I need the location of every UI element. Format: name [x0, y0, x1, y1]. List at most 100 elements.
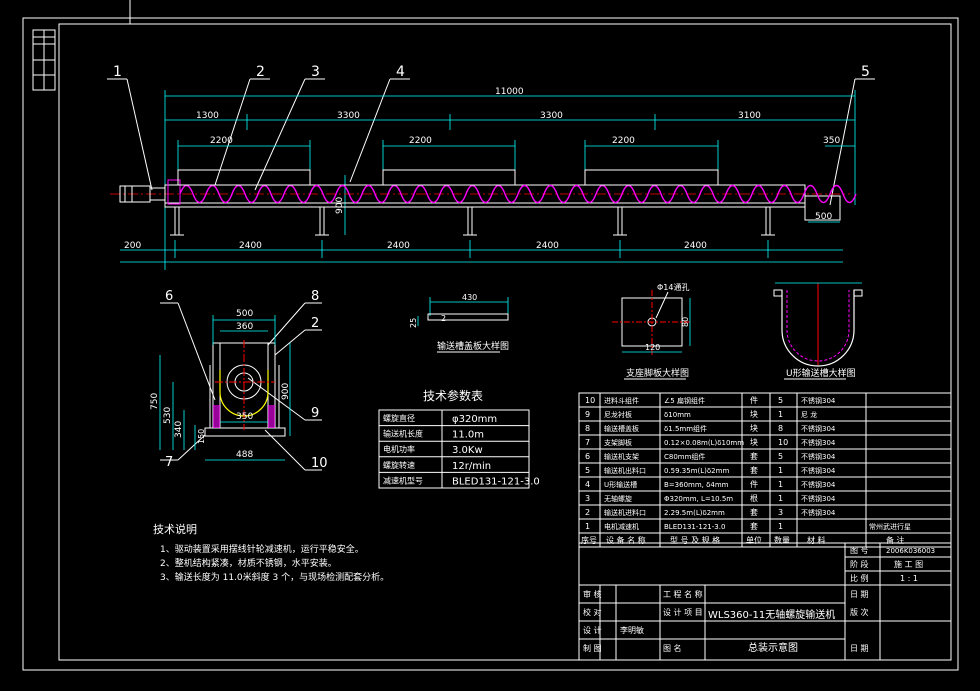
- tech-note-1: 1、驱动装置采用摆线针轮减速机，运行平稳安全。: [160, 543, 364, 555]
- parts-cell: 不锈钢304: [801, 508, 836, 517]
- parts-cell: C80mm组件: [664, 452, 705, 461]
- parts-cell: 尼龙衬板: [604, 410, 632, 419]
- parts-cell: 块: [750, 437, 758, 447]
- trough-detail: U形输送槽大样图: [773, 282, 863, 380]
- parts-header-cell: 型 号 及 规 格: [670, 535, 720, 545]
- plate-dim-430: 430: [462, 293, 477, 302]
- tb-right-2: 版 次: [850, 607, 869, 617]
- parts-cell: δ1.5mm组件: [664, 424, 707, 433]
- dim-bottom-1: 2400: [239, 241, 262, 251]
- conveyor-body: [110, 169, 857, 236]
- parts-cell: 输送机支架: [604, 452, 639, 461]
- parts-cell: 不锈钢304: [801, 466, 836, 475]
- parts-cell: δ10mm: [664, 411, 691, 419]
- support-detail: Φ14通孔 120 80 支座脚板大样图: [612, 282, 692, 380]
- tech-params-title: 技术参数表: [423, 388, 483, 403]
- parts-cell: 1: [585, 522, 590, 531]
- tech-param-value: 12r/min: [452, 461, 491, 472]
- parts-cell: 3: [778, 508, 783, 517]
- tb-row-4: 制 图: [583, 643, 602, 653]
- section-balloon-2: 2: [311, 316, 319, 331]
- dim-second-1: 2200: [210, 136, 233, 146]
- tech-param-value: 3.0Kw: [452, 445, 483, 456]
- tech-param-label: 减速机型号: [383, 475, 423, 485]
- project-label: 工 程 名 称: [663, 589, 703, 599]
- section-balloon-7: 7: [165, 455, 173, 470]
- parts-cell: 尼 龙: [801, 410, 817, 419]
- parts-cell: 电机减速机: [604, 522, 639, 531]
- parts-cell: 套: [750, 521, 758, 531]
- parts-cell: 1: [778, 494, 783, 503]
- support-caption: 支座脚板大样图: [626, 367, 689, 379]
- tech-note-2: 2、整机结构紧凑，材质不锈钢，水平安装。: [160, 557, 337, 569]
- parts-cell: 1: [778, 410, 783, 419]
- trough-caption: U形输送槽大样图: [786, 367, 856, 379]
- balloon-1: 1: [113, 64, 122, 80]
- designer: 李明敏: [620, 625, 644, 635]
- dim-top-4: 3100: [738, 111, 761, 121]
- balloon-4: 4: [396, 64, 405, 80]
- parts-cell: 进料斗组件: [604, 396, 639, 405]
- balloon-3: 3: [311, 64, 320, 80]
- parts-cell: 块: [750, 409, 758, 419]
- parts-header-cell: 设 备 名 称: [606, 535, 646, 545]
- dim-total: 11000: [495, 87, 524, 97]
- tech-param-value: BLED131-121-3.0: [452, 476, 540, 487]
- sec-dim-340: 340: [174, 421, 184, 438]
- dim-bottom-4: 2400: [684, 241, 707, 251]
- sec-dim-150: 150: [197, 429, 206, 444]
- tech-notes: 技术说明 1、驱动装置采用摆线针轮减速机，运行平稳安全。 2、整机结构紧凑，材质…: [153, 522, 389, 583]
- parts-cell: 1: [778, 522, 783, 531]
- plate-caption: 输送槽盖板大样图: [437, 340, 509, 352]
- dim-bottom-3: 2400: [536, 241, 559, 251]
- sec-dim-488: 488: [236, 450, 253, 460]
- section-balloon-6: 6: [165, 289, 173, 304]
- tech-param-label: 螺旋直径: [383, 413, 415, 423]
- parts-cell: 9: [585, 410, 590, 419]
- section-balloon-9: 9: [311, 406, 319, 421]
- parts-cell: 件: [750, 395, 758, 405]
- dim-top-2: 3300: [337, 111, 360, 121]
- title-block: 图 号 2006K036003 阶 段 施 工 图 比 例 1 : 1 审 核 …: [578, 542, 952, 661]
- parts-cell: 不锈钢304: [801, 424, 836, 433]
- shaftless-screw: [179, 184, 857, 204]
- main-view-dimensions: [120, 90, 856, 270]
- parts-cell: U形输送槽: [604, 480, 637, 489]
- parts-cell: 10: [778, 438, 788, 447]
- dim-bottom-2: 2400: [387, 241, 410, 251]
- parts-cell: 不锈钢304: [801, 452, 836, 461]
- sec-dim-900: 900: [281, 383, 291, 400]
- parts-cell: 10: [585, 396, 595, 405]
- parts-cell: 不锈钢304: [801, 438, 836, 447]
- dim-top-1: 1300: [196, 111, 219, 121]
- parts-cell: 支架脚板: [604, 438, 632, 447]
- parts-cell: 无轴螺旋: [604, 494, 632, 503]
- sec-dim-530: 530: [163, 407, 173, 424]
- scale: 1 : 1: [900, 574, 918, 583]
- drawing-no: 2006K036003: [886, 547, 935, 555]
- support-note: Φ14通孔: [657, 282, 689, 292]
- parts-cell: B=360mm, δ4mm: [664, 481, 729, 489]
- tb-row-3: 设 计: [583, 625, 602, 635]
- tb-right-1: 日 期: [850, 590, 869, 599]
- dim-500: 500: [815, 212, 832, 222]
- plate-detail: 430 25 2 输送槽盖板大样图: [409, 293, 509, 353]
- parts-header-cell: 备 注: [886, 535, 905, 545]
- parts-header-cell: 数量: [774, 535, 790, 545]
- tech-param-label: 电机功率: [383, 444, 415, 454]
- parts-cell: 1: [778, 480, 783, 489]
- dim-second-3: 2200: [612, 136, 635, 146]
- sec-dim-500: 500: [236, 309, 253, 319]
- parts-cell: 输送机出料口: [604, 466, 646, 475]
- parts-header-cell: 材 料: [807, 535, 826, 545]
- section-balloon-10: 10: [311, 456, 328, 471]
- balloon-2: 2: [256, 64, 265, 80]
- parts-cell: 件: [750, 479, 758, 489]
- section-balloon-8: 8: [311, 289, 319, 304]
- parts-cell: 2: [585, 508, 590, 517]
- tb-right-3: 日 期: [850, 644, 869, 653]
- dim-second-2: 2200: [409, 136, 432, 146]
